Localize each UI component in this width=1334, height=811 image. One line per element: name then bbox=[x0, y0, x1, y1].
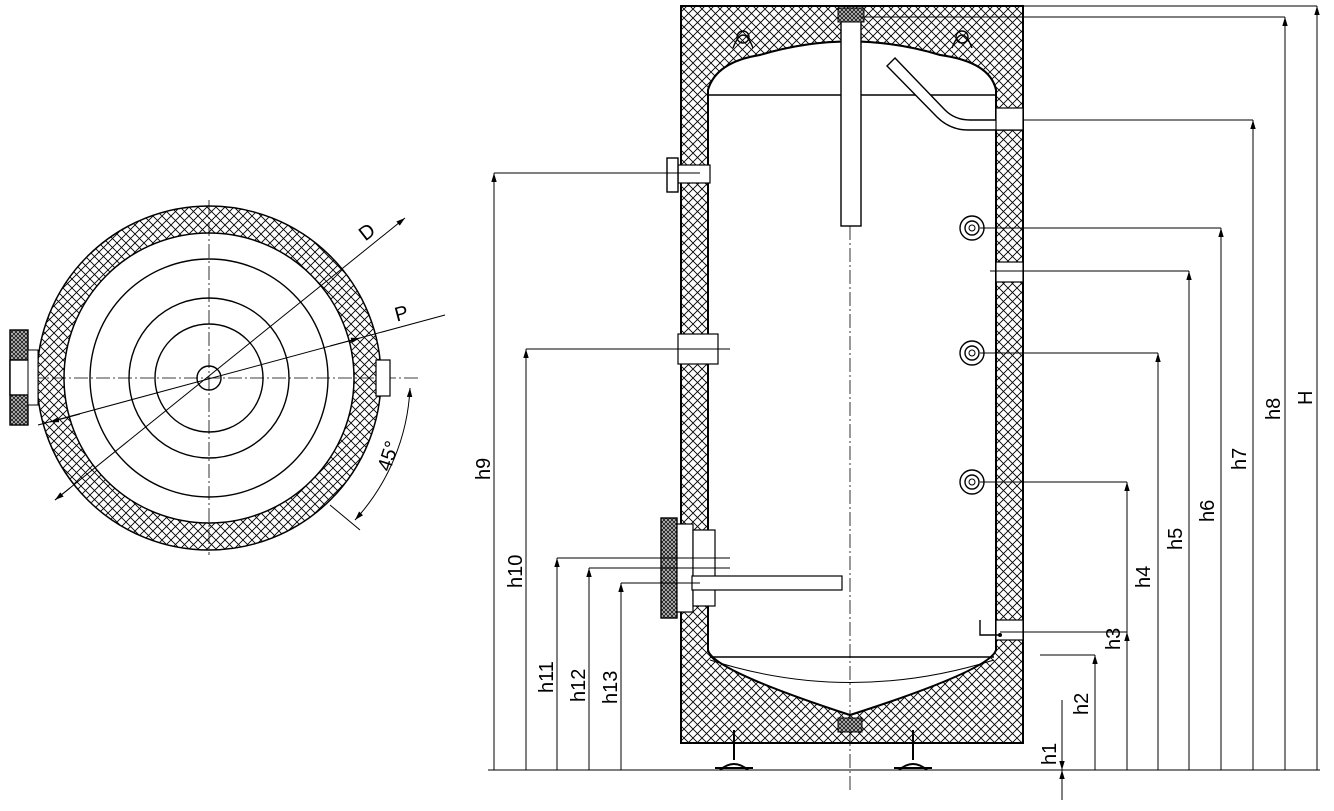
svg-text:h1: h1 bbox=[1039, 743, 1061, 765]
svg-text:h8: h8 bbox=[1263, 398, 1285, 420]
thermometer-dial bbox=[666, 157, 679, 193]
svg-text:h2: h2 bbox=[1071, 693, 1093, 715]
dim-H: H bbox=[1023, 5, 1320, 770]
lifting-lug-right bbox=[955, 30, 969, 44]
dim-h8: h8 bbox=[1023, 119, 1285, 770]
dim-h5: h5 bbox=[980, 352, 1187, 770]
svg-text:h6: h6 bbox=[1197, 500, 1219, 522]
dim-h6: h6 bbox=[990, 270, 1219, 770]
right-nozzle-bottom bbox=[995, 619, 1024, 641]
svg-text:h10: h10 bbox=[505, 555, 527, 588]
p-line bbox=[37, 314, 446, 426]
label-p: P bbox=[392, 302, 411, 327]
lifting-lug-left bbox=[736, 30, 750, 44]
tank-shell bbox=[707, 40, 997, 717]
top-anode bbox=[840, 13, 862, 227]
svg-text:H: H bbox=[1295, 391, 1317, 405]
dimensions: h9 h10 h11 h12 h13 h1 bbox=[473, 5, 1320, 800]
right-nozzle-middle bbox=[995, 261, 1024, 283]
dim-h4: h4 bbox=[980, 481, 1155, 632]
dim-h7: h7 bbox=[980, 227, 1251, 770]
dim-h11: h11 bbox=[536, 557, 730, 770]
heating-element bbox=[691, 575, 843, 591]
svg-text:h13: h13 bbox=[600, 671, 622, 704]
bottom-drain bbox=[837, 717, 863, 733]
dim-h9: h9 bbox=[473, 172, 700, 770]
side-nozzle bbox=[375, 359, 391, 397]
top-view: D P 45° bbox=[9, 200, 446, 555]
thermometer-body bbox=[677, 164, 711, 184]
dim-h3: h3 bbox=[1000, 628, 1130, 770]
svg-text:h12: h12 bbox=[568, 669, 590, 702]
front-view bbox=[488, 5, 1320, 790]
dim-h8-top bbox=[860, 16, 1288, 770]
label-angle: 45° bbox=[374, 438, 404, 474]
svg-text:h11: h11 bbox=[536, 661, 558, 693]
svg-text:h7: h7 bbox=[1229, 448, 1251, 470]
foot-right bbox=[894, 730, 932, 771]
svg-text:h4: h4 bbox=[1133, 566, 1155, 588]
foot-left bbox=[715, 730, 753, 771]
dim-h2: h2 bbox=[1040, 654, 1098, 770]
diameter-line bbox=[54, 217, 406, 501]
angle-arc bbox=[354, 387, 413, 521]
svg-text:h3: h3 bbox=[1103, 628, 1125, 650]
dim-h10: h10 bbox=[505, 348, 730, 770]
svg-text:h9: h9 bbox=[473, 458, 495, 480]
dim-h1: h1 bbox=[1039, 700, 1065, 800]
dim-h12: h12 bbox=[568, 567, 730, 770]
svg-text:h5: h5 bbox=[1165, 528, 1187, 550]
dim-h13: h13 bbox=[600, 582, 700, 770]
